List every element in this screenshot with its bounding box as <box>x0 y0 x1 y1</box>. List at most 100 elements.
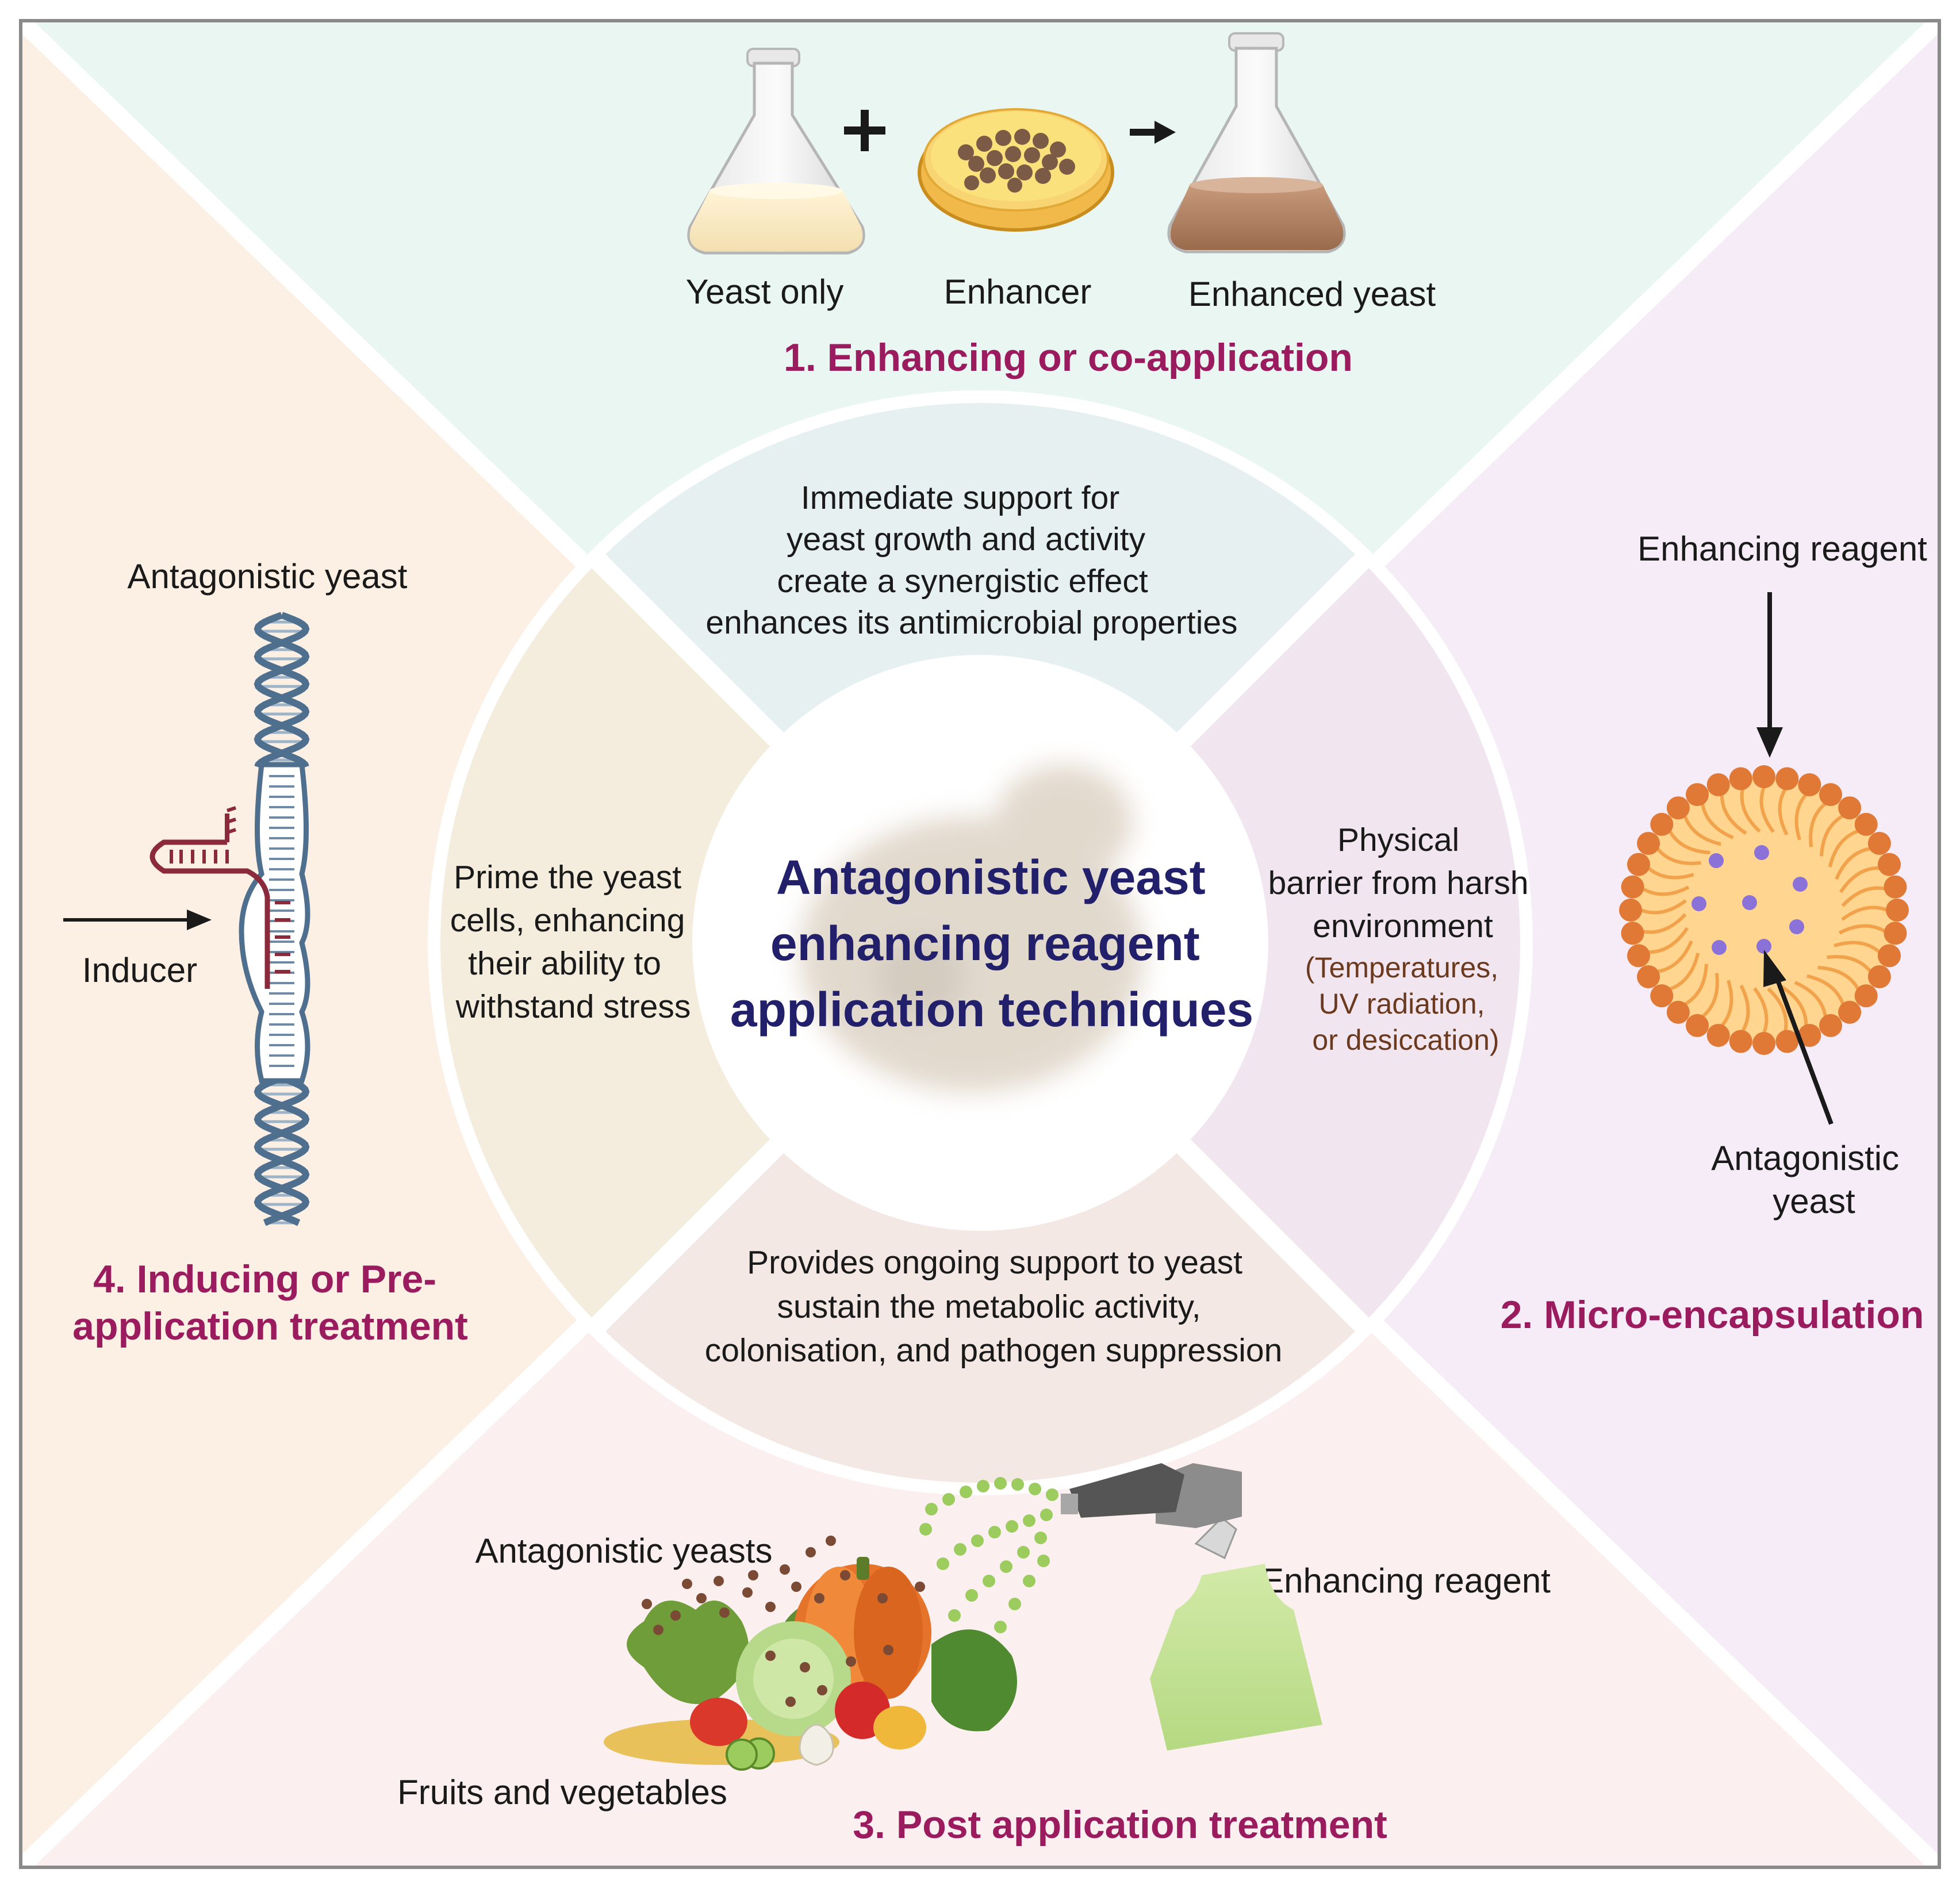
lipid-tail <box>1781 985 1808 1026</box>
lipid-head <box>1819 783 1842 807</box>
lipid-tail <box>1834 941 1881 954</box>
lipid-head <box>1729 1030 1752 1053</box>
lipid-tail <box>1657 940 1693 973</box>
spray-mist <box>919 1477 1058 1656</box>
yeast-cell-icon <box>799 765 1144 1092</box>
rna-strand <box>149 806 290 989</box>
lipid-tail <box>1841 905 1888 921</box>
lipid-tail <box>1669 953 1700 991</box>
label-antagonistic-yeast-dna: Antagonistic yeast <box>128 557 408 596</box>
lipid-head <box>1666 796 1690 820</box>
ring-text-right: Physical barrier from harsh environment <box>1268 822 1538 945</box>
ring-text-bottom: Provides ongoing support to yeast sustai… <box>705 1244 1283 1369</box>
lipid-tail <box>1683 815 1721 846</box>
lipid-head <box>1798 1024 1821 1047</box>
ring-text-left: Prime the yeast cells, enhancing their a… <box>450 859 695 1025</box>
lipid-tail <box>1641 885 1690 896</box>
lipid-head <box>1867 965 1891 988</box>
lipid-head <box>1627 944 1650 968</box>
heading-enhancing: 1. Enhancing or co-application <box>784 336 1353 379</box>
lipid-tail <box>1720 980 1733 1027</box>
lipid-tail <box>1817 965 1860 991</box>
lipid-head <box>1854 984 1878 1008</box>
lipid-head <box>1886 899 1909 922</box>
yeast-cells <box>1691 845 1808 955</box>
label-antagonistic-yeasts: Antagonistic yeasts <box>475 1532 773 1570</box>
central-ring <box>428 390 1533 1495</box>
lipid-head <box>1884 922 1907 945</box>
lipid-head <box>1775 767 1799 790</box>
lipid-head <box>1706 1024 1730 1047</box>
lipid-head <box>1752 1032 1775 1055</box>
lipid-tail <box>1835 847 1871 880</box>
heading-post-application: 3. Post application treatment <box>853 1803 1387 1847</box>
lipid-head <box>1819 1014 1842 1037</box>
lipid-tails <box>1640 786 1888 1034</box>
label-yeast-only: Yeast only <box>686 273 844 311</box>
lipid-head <box>1621 922 1644 945</box>
lipid-tail <box>1778 788 1789 836</box>
label-enhancing-reagent-capsule: Enhancing reagent <box>1637 529 1927 568</box>
dna-strand <box>254 1075 310 1226</box>
label-enhancer: Enhancer <box>944 273 1092 311</box>
lipid-head <box>1752 765 1775 788</box>
lipid-tail <box>1753 987 1769 1034</box>
label-inducer: Inducer <box>82 951 197 989</box>
lipid-head <box>1838 796 1862 820</box>
heading-microencapsulation: 2. Micro-encapsulation <box>1501 1293 1924 1337</box>
lipid-tail <box>1841 886 1886 907</box>
arrow-icon <box>1756 592 1783 758</box>
lipid-head <box>1627 853 1650 876</box>
lipid-tail <box>1828 829 1859 868</box>
yeast-colonies <box>958 129 1075 193</box>
vegetables-icon <box>604 1536 1017 1771</box>
lipid-head <box>1686 783 1709 807</box>
lipid-tail <box>1794 793 1808 841</box>
lipid-tail <box>1647 866 1694 880</box>
ring-segment-left <box>432 556 777 1330</box>
flask-yeast-only <box>687 48 865 255</box>
lipid-tail <box>1668 830 1710 855</box>
plus-icon <box>844 110 885 151</box>
lipid-head <box>1666 1000 1690 1024</box>
lipid-tail <box>1809 802 1827 847</box>
lipid-tail <box>1648 927 1689 954</box>
lipid-tail <box>1683 964 1709 1006</box>
lipid-tail <box>1701 973 1719 1018</box>
lipid-head <box>1650 984 1674 1008</box>
spray-bottle-icon <box>919 1463 1322 1751</box>
yeast-particles <box>642 1536 925 1707</box>
label-antagonistic-yeast-capsule: Antagonistic yeast <box>1711 1139 1909 1221</box>
ring-segment-top <box>593 395 1367 739</box>
lipid-tail <box>1838 924 1886 935</box>
lipid-tail <box>1642 913 1687 934</box>
dna-icon <box>149 612 310 1226</box>
lipid-head <box>1706 773 1730 796</box>
arrow-icon <box>1763 950 1834 1125</box>
center-title: Antagonistic yeast enhancing reagent app… <box>730 850 1253 1037</box>
lipid-head <box>1838 1000 1862 1024</box>
flask-icon <box>687 48 865 255</box>
dna-strand <box>254 1075 310 1226</box>
lipid-head <box>1637 832 1660 855</box>
dna-strand <box>254 612 310 769</box>
lipid-head <box>1878 944 1901 968</box>
lipid-tail <box>1759 786 1775 833</box>
outer-frame <box>19 19 1941 1869</box>
dna-helix-bottom <box>254 1075 310 1226</box>
label-enhanced-yeast: Enhanced yeast <box>1188 275 1436 313</box>
lipid-tail <box>1656 847 1701 865</box>
lipid-tail <box>1839 866 1880 893</box>
lipid-tail <box>1767 987 1788 1032</box>
lipid-head <box>1775 1030 1799 1053</box>
lipid-tail <box>1819 814 1844 857</box>
flask-enhanced-yeast <box>1167 32 1346 254</box>
ring-segment-right <box>1184 556 1528 1330</box>
lipid-tail <box>1701 803 1734 839</box>
lipid-tail <box>1740 788 1761 833</box>
petri-dish-icon <box>918 108 1114 232</box>
dna-strand <box>254 612 310 769</box>
heading-inducing: 4. Inducing or Pre- application treatmen… <box>72 1257 468 1348</box>
lipid-head <box>1798 773 1821 796</box>
